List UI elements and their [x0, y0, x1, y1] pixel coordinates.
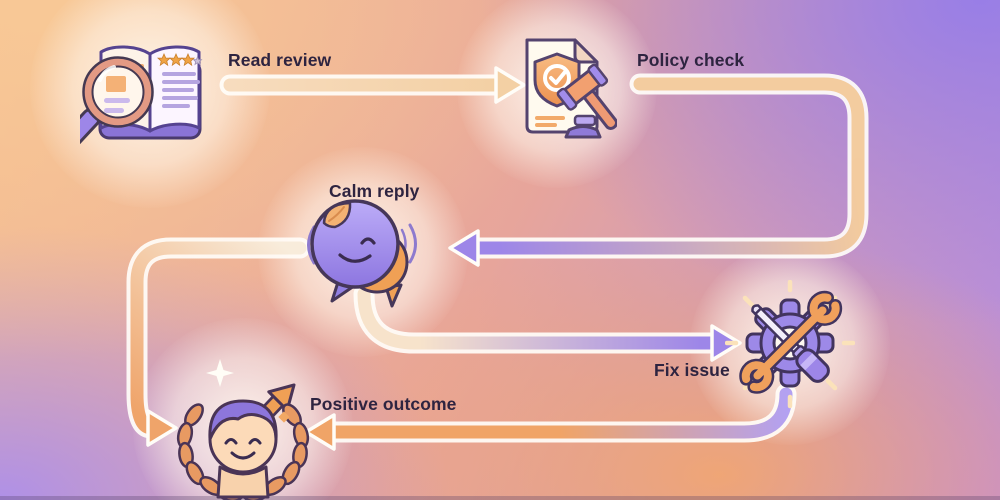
- edge-read-review-to-policy-check: [219, 66, 526, 104]
- arrowhead-icon: [448, 229, 480, 267]
- label-read-review: Read review: [228, 50, 332, 70]
- smiling-face: [208, 399, 278, 499]
- label-policy-check: Policy check: [637, 50, 745, 70]
- edge-fix-issue-to-positive-outcome: [304, 383, 797, 451]
- laurel-face-growth-arrow-icon: [176, 359, 310, 500]
- arrowhead-icon: [494, 66, 526, 104]
- bottom-edge-shadow: [0, 496, 1000, 500]
- label-calm-reply: Calm reply: [329, 181, 420, 201]
- arrowhead-icon: [304, 413, 336, 451]
- sparkle-icon: [206, 359, 234, 387]
- label-fix-issue: Fix issue: [654, 360, 730, 380]
- gear-wrench-screwdriver-icon: [725, 280, 855, 409]
- calm-face-bubble: [310, 199, 400, 303]
- arrowhead-icon: [146, 409, 178, 447]
- edge-calm-reply-to-positive-outcome: [126, 237, 311, 447]
- document-shield-gavel-icon: [525, 38, 617, 139]
- label-positive-outcome: Positive outcome: [310, 394, 457, 414]
- page-fold: [573, 38, 599, 64]
- gavel-icon: [556, 63, 617, 139]
- rating-stars: [156, 53, 203, 67]
- magnifier: [80, 56, 154, 147]
- hair: [208, 399, 278, 441]
- book-magnifier-icon: [80, 45, 203, 147]
- speech-bubble-leaf-icon: [307, 199, 417, 308]
- edge-policy-check-to-calm-reply: [448, 73, 869, 267]
- wrench-icon: [739, 290, 843, 394]
